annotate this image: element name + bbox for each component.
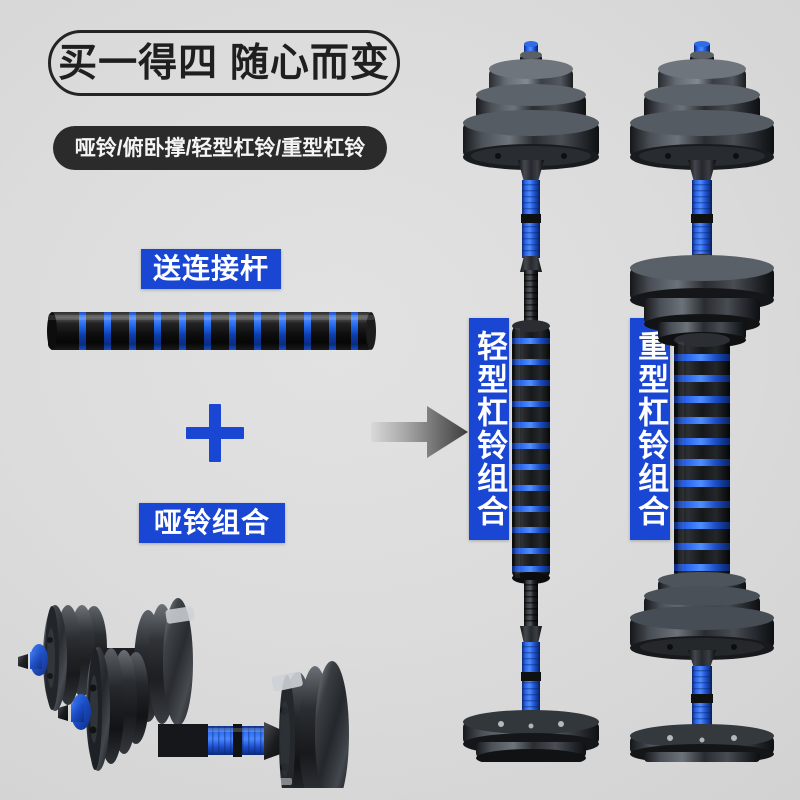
heavy-grip-1: [691, 180, 713, 256]
label-dumbbell-set: 哑铃组合: [139, 503, 285, 543]
right-arrow-icon: [371, 404, 469, 460]
subtitle-text: 哑铃/俯卧撑/轻型杠铃/重型杠铃: [74, 136, 366, 160]
light-threaded-rod: [524, 270, 538, 326]
light-bar-rings: [512, 338, 550, 572]
label-heavy-barbell-text: 重型杠铃组合: [633, 330, 669, 528]
label-connector-rod: 送连接杆: [141, 249, 281, 289]
light-bottom-plate-group: [463, 710, 599, 767]
light-top-plate-group: [463, 59, 599, 170]
heavy-bar-rings: [674, 354, 730, 571]
light-barbell-illustration: [446, 36, 614, 767]
label-light-barbell: 轻型杠铃组合: [469, 318, 509, 540]
heavy-barbell-illustration: [606, 36, 800, 764]
rod-rings: [79, 312, 358, 350]
connector-rod-svg: [47, 312, 376, 350]
dumbbell-set-illustration: [8, 556, 356, 800]
dumbbell-set-svg: [18, 598, 349, 800]
plus-icon: [186, 404, 244, 462]
light-center-bar: [512, 320, 550, 584]
light-bottom-grip: [521, 642, 541, 712]
headline-pill: 买一得四 随心而变: [48, 30, 400, 96]
heavy-plate-group-4: [630, 724, 774, 764]
light-barbell-svg: [463, 41, 599, 767]
heavy-grip-2: [691, 666, 713, 728]
heavy-plate-group-2: [630, 255, 774, 348]
label-light-barbell-text: 轻型杠铃组合: [472, 330, 508, 528]
heavy-plate-group-1: [630, 59, 774, 170]
connector-rod-illustration: [46, 306, 376, 356]
heavy-plate-group-3: [630, 572, 774, 660]
label-connector-rod-text: 送连接杆: [152, 253, 269, 284]
subtitle-pill: 哑铃/俯卧撑/轻型杠铃/重型杠铃: [53, 126, 387, 170]
light-top-grip: [521, 180, 541, 258]
dumbbell-rear: [18, 598, 195, 726]
dumbbell-front: [58, 647, 349, 800]
label-dumbbell-set-text: 哑铃组合: [153, 507, 270, 538]
heavy-barbell-svg: [630, 41, 774, 764]
light-threaded-rod-lower: [524, 580, 538, 628]
page-title: 买一得四 随心而变: [58, 41, 390, 85]
heavy-center-bar: [674, 333, 730, 587]
label-heavy-barbell: 重型杠铃组合: [630, 318, 670, 540]
